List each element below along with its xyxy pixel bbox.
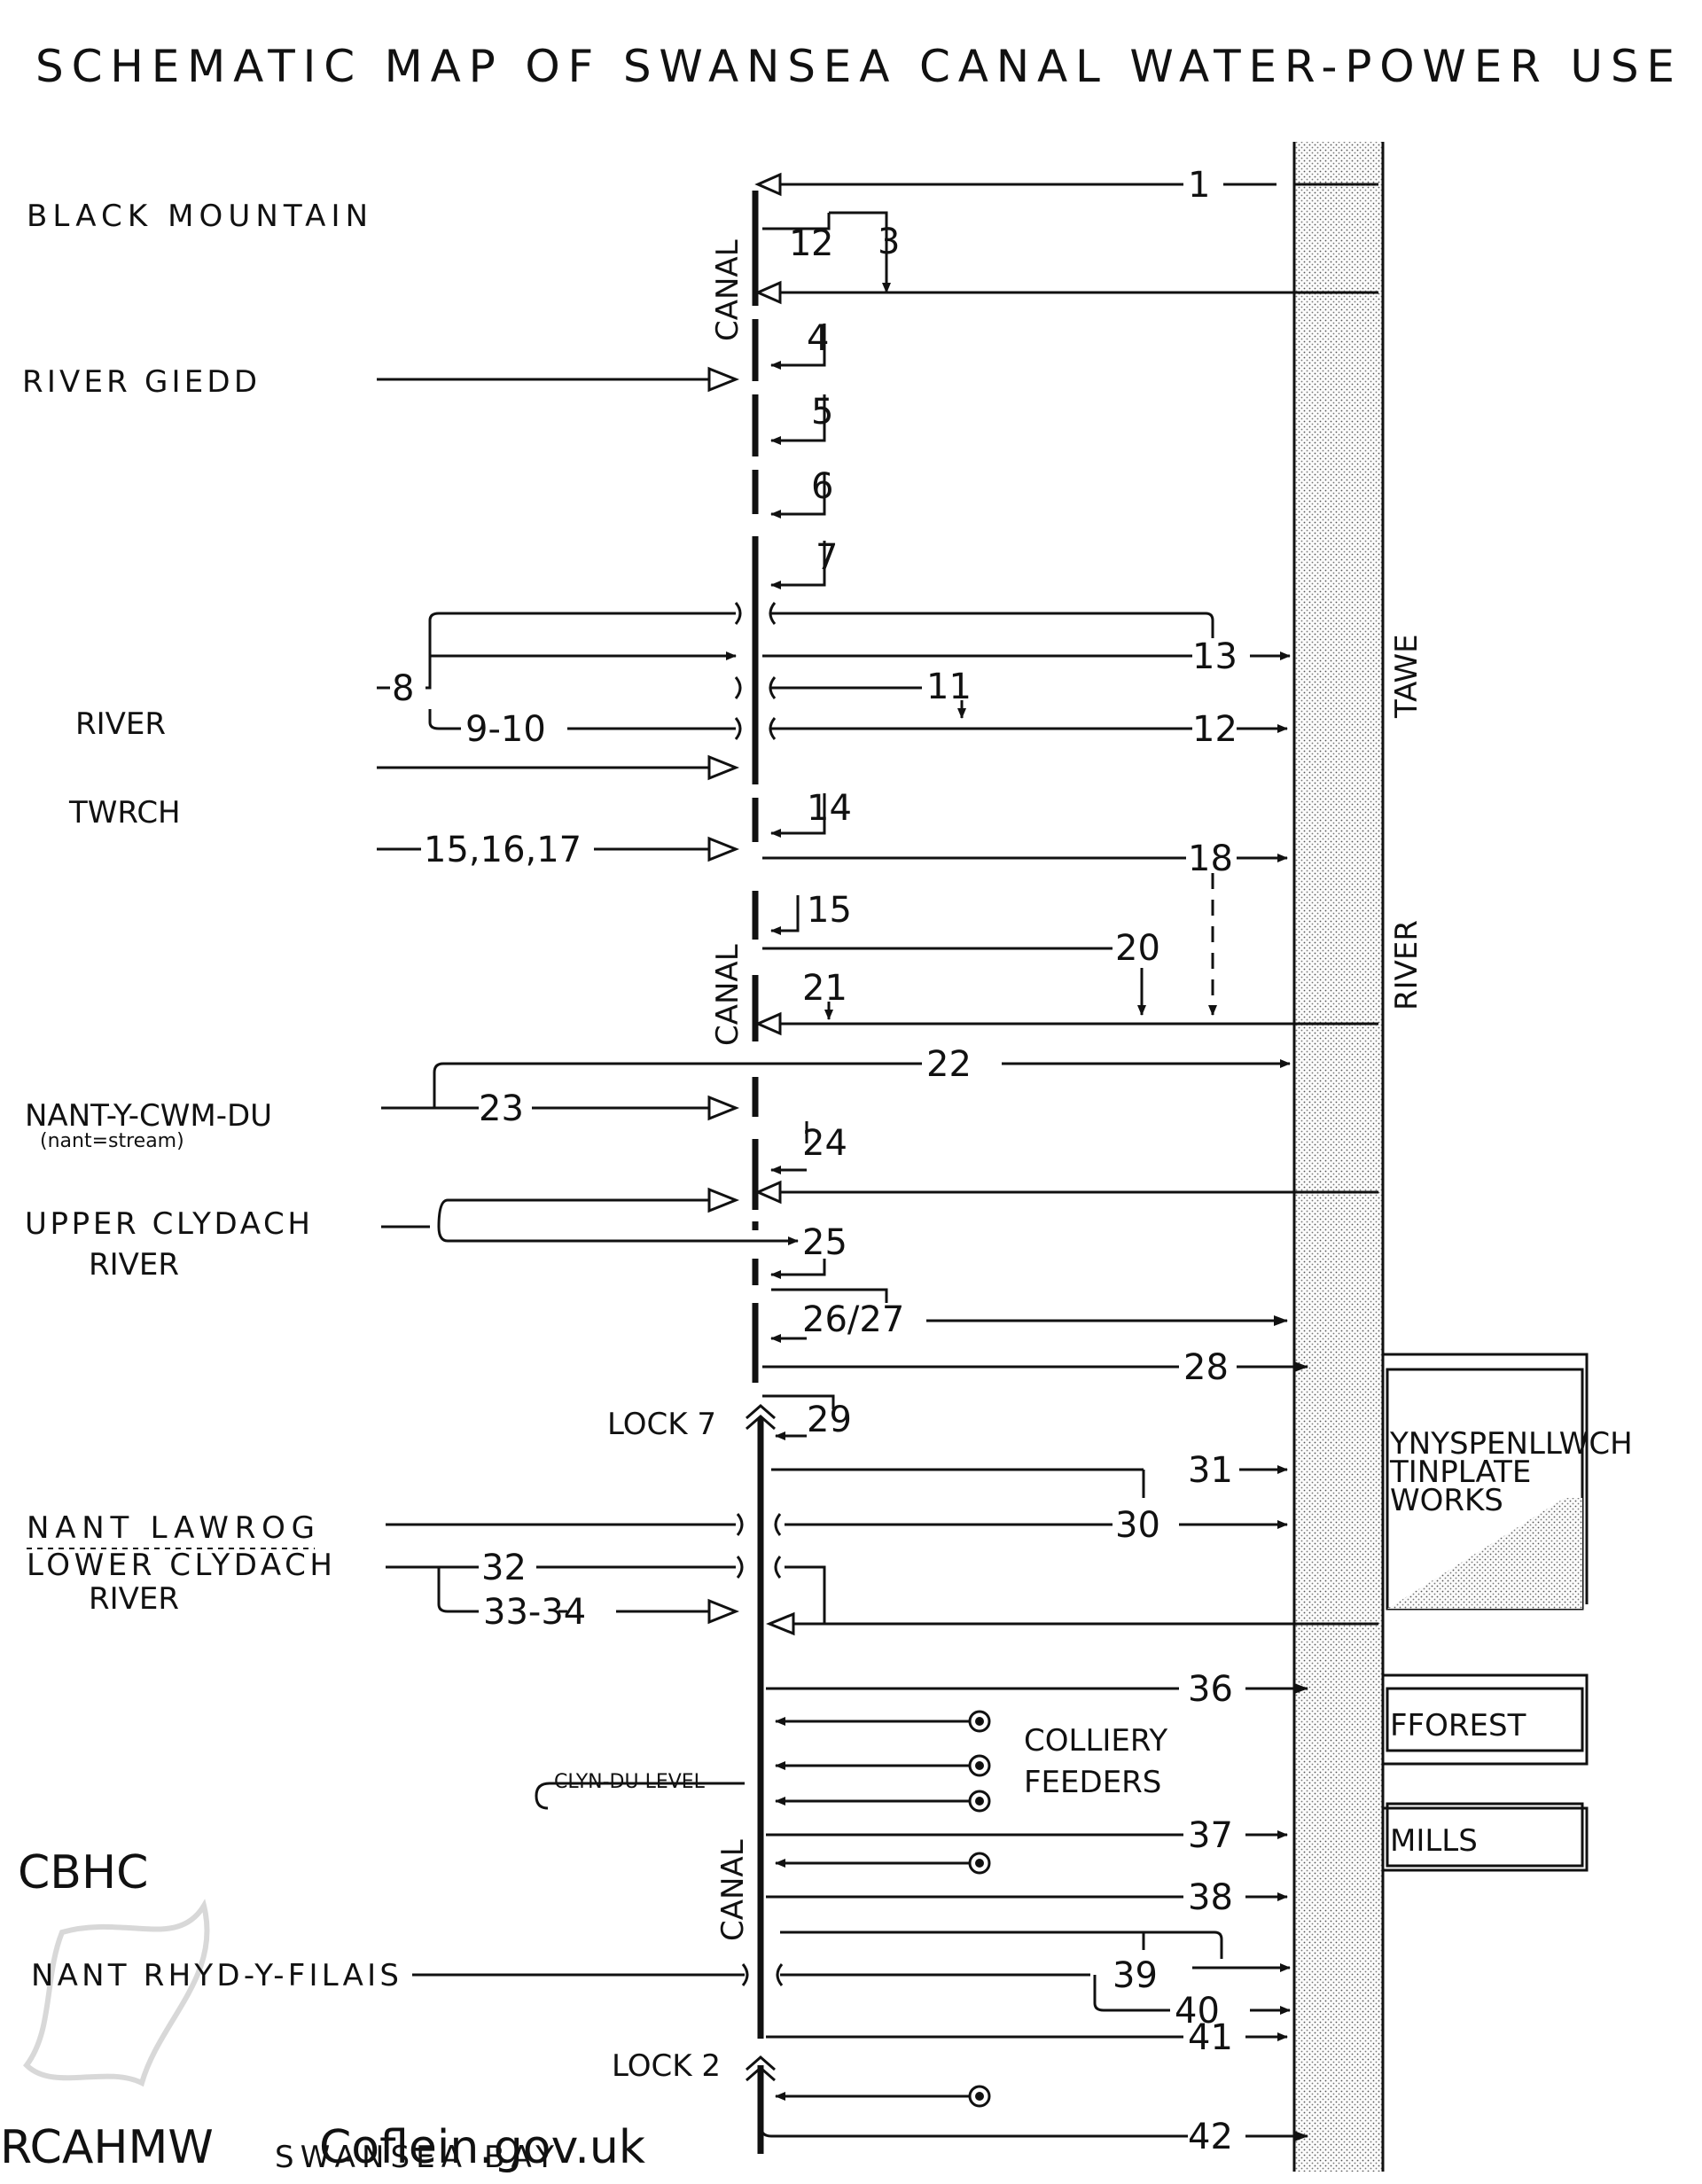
river-twrch-label: RIVER	[75, 706, 166, 742]
flow-number-30: 30	[1115, 1505, 1160, 1546]
colliery-feeder-icon	[968, 1790, 991, 1813]
flow-number-42: 42	[1188, 2117, 1233, 2157]
upper-clydach-label: UPPER CLYDACH	[25, 1206, 310, 1242]
flow-number-25: 25	[802, 1222, 847, 1263]
flow-number-6: 6	[811, 466, 833, 507]
flow-number-26-27: 26/27	[802, 1299, 904, 1340]
canal-label-mid: CANAL	[710, 944, 746, 1046]
flow-number-40: 40	[1175, 1991, 1220, 2032]
river-giedd-label: RIVER GIEDD	[22, 364, 257, 400]
lower-clydach-label: LOWER CLYDACH	[27, 1548, 332, 1583]
diagram-title: SCHEMATIC MAP OF SWANSEA CANAL WATER-POW…	[35, 41, 1675, 92]
colliery-feeder-icon	[968, 2085, 991, 2108]
nant-note-label: (nant=stream)	[40, 1130, 184, 1152]
colliery-feeder-icon	[968, 1852, 991, 1875]
nant-y-cwm-du-label: NANT-Y-CWM-DU	[25, 1098, 272, 1134]
flow-number-29: 29	[807, 1400, 852, 1440]
flow-number-2: 2	[811, 223, 833, 264]
twrch-label: TWRCH	[68, 795, 181, 831]
flow-number-37: 37	[1188, 1815, 1233, 1856]
works-label: WORKS	[1390, 1483, 1503, 1518]
canal-segments: CANAL CANAL CANAL	[710, 191, 764, 2154]
colliery-feeder-icon	[968, 1754, 991, 1777]
flow-number-22: 22	[926, 1044, 972, 1085]
lock-2: LOCK 2	[612, 2048, 776, 2084]
flow-number-4: 4	[807, 318, 829, 359]
flow-number-11: 11	[926, 667, 972, 707]
black-mountain-label: BLACK MOUNTAIN	[27, 199, 368, 234]
flow-number-12: 12	[1192, 709, 1237, 750]
flow-numbers: 1 1 2 3 4 5 6 7 8 9-10 11 12 13 14 15,16…	[392, 165, 1237, 2157]
flow-number-33-34: 33-34	[483, 1592, 586, 1633]
left-labels: BLACK MOUNTAIN RIVER GIEDD RIVER TWRCH N…	[22, 199, 1167, 2175]
flow-number-5: 5	[811, 392, 833, 433]
ynyspenllwch-label: YNYSPENLLWCH	[1389, 1426, 1633, 1462]
aqueduct-brackets	[734, 602, 784, 1986]
flow-number-15-16-17: 15,16,17	[424, 830, 582, 870]
lower-clydach-river-label: RIVER	[89, 1581, 179, 1617]
flow-number-24: 24	[802, 1123, 847, 1164]
dragon-watermark-icon	[23, 1899, 210, 2087]
flow-number-20: 20	[1115, 928, 1160, 969]
watermark-org: RCAHMW	[0, 2121, 214, 2174]
flow-number-21: 21	[802, 968, 847, 1009]
nant-rhyd-y-filais-label: NANT RHYD-Y-FILAIS	[31, 1958, 399, 1993]
flow-number-41: 41	[1188, 2017, 1233, 2058]
tinplate-label: TINPLATE	[1389, 1455, 1531, 1490]
flow-number-7: 7	[816, 537, 838, 578]
flow-number-31: 31	[1188, 1450, 1233, 1491]
watermark-site: Coflein.gov.uk	[319, 2121, 645, 2174]
flow-number-28: 28	[1183, 1347, 1229, 1388]
mills-label: MILLS	[1390, 1823, 1478, 1859]
watermark-brand: CBHC	[18, 1846, 148, 1899]
fforest-label: FFOREST	[1390, 1708, 1526, 1743]
flow-lines	[377, 172, 1589, 2136]
flow-number-8: 8	[392, 668, 414, 709]
flow-number-36: 36	[1188, 1669, 1233, 1710]
flow-number-23: 23	[479, 1088, 524, 1129]
flow-number-3: 3	[878, 222, 900, 262]
flow-number-15b: 15	[807, 890, 852, 931]
flow-number-32: 32	[481, 1548, 527, 1588]
flow-number-1: 1	[1188, 165, 1210, 206]
svg-text:LOCK 7: LOCK 7	[607, 1407, 716, 1442]
lock-7: LOCK 7	[607, 1404, 776, 1442]
flow-number-13: 13	[1192, 636, 1237, 677]
feeders-label: FEEDERS	[1024, 1765, 1161, 1800]
colliery-feeder-icon	[968, 1710, 991, 1733]
colliery-label: COLLIERY	[1024, 1723, 1167, 1759]
flow-number-18: 18	[1188, 838, 1233, 879]
flow-number-9-10: 9-10	[465, 709, 546, 750]
svg-text:LOCK 2: LOCK 2	[612, 2048, 721, 2084]
tawe-label: TAWE	[1389, 634, 1425, 719]
flow-number-39: 39	[1113, 1955, 1158, 1996]
upper-clydach-river-label: RIVER	[89, 1247, 179, 1283]
colliery-feeder-icons	[968, 1710, 991, 2108]
canal-label-top: CANAL	[710, 239, 746, 341]
nant-lawrog-label: NANT LAWROG	[27, 1510, 315, 1546]
watermark: CBHC RCAHMW Coflein.gov.uk	[0, 1846, 645, 2174]
works-blocks: YNYSPENLLWCH TINPLATE WORKS FFOREST MILL…	[1386, 1368, 1633, 1868]
river-tawe: TAWE RIVER	[1292, 142, 1425, 2172]
flow-number-14: 14	[807, 788, 852, 829]
flow-number-38: 38	[1188, 1877, 1233, 1918]
river-tawe-label: RIVER	[1389, 920, 1425, 1010]
flow-number-1a: 1	[789, 223, 811, 264]
canal-label-bottom: CANAL	[715, 1839, 751, 1941]
